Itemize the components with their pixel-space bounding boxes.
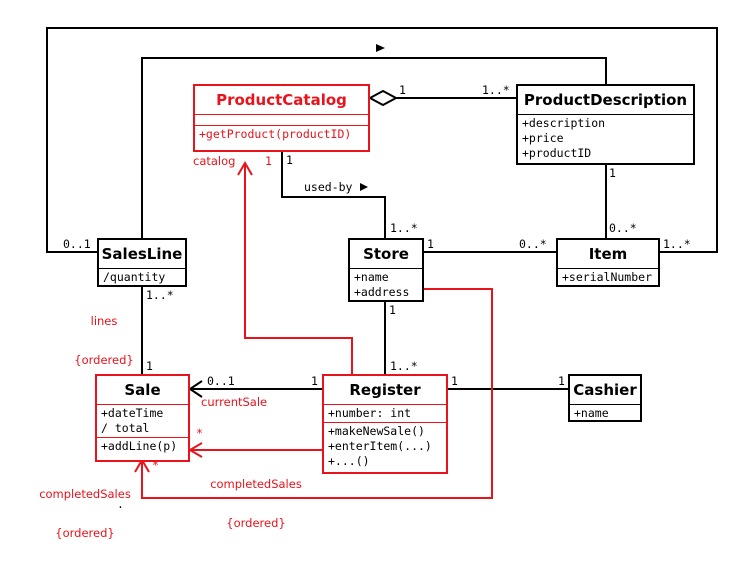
attributes-section: /quantity — [99, 269, 185, 286]
attribute: +number: int — [328, 406, 412, 420]
catalog-store-association — [281, 152, 386, 238]
multiplicity-label: 1 — [609, 166, 616, 180]
product-catalog-class: ProductCatalog +getProduct(productID) — [193, 84, 370, 152]
class-name: Sale — [97, 376, 188, 405]
multiplicity-label: 1..* — [146, 288, 174, 302]
store-class: Store +name +address — [348, 238, 424, 302]
attribute: +name — [574, 406, 609, 420]
multiplicity-label: 0..1 — [207, 374, 235, 388]
attribute: / total — [101, 421, 150, 435]
direction-triangle-used-by — [360, 183, 368, 191]
multiplicity-label: 1 — [427, 237, 434, 251]
multiplicity-label: 1 — [286, 153, 293, 167]
multiplicity-label: 1 — [399, 83, 406, 97]
role-constraint: {ordered} — [226, 516, 286, 530]
multiplicity-label: 1..* — [390, 359, 418, 373]
operations-section: +addLine(p) — [97, 437, 188, 455]
attribute: +address — [354, 285, 410, 299]
aggregation-diamond — [367, 89, 399, 107]
multiplicity-label: 1 — [311, 374, 318, 388]
operations-section: +getProduct(productID) — [195, 125, 368, 143]
role-name: completedSales — [210, 477, 302, 491]
operation: +enterItem(...) — [328, 439, 432, 453]
arrowhead-completed-sales-2 — [188, 442, 203, 458]
attribute: +productID — [522, 146, 592, 160]
attribute: +serialNumber — [562, 270, 653, 284]
operation: +addLine(p) — [101, 439, 178, 453]
operation: +makeNewSale() — [328, 424, 425, 438]
class-name: ProductCatalog — [195, 86, 368, 115]
attributes-section: +name — [570, 405, 640, 422]
multiplicity-label: 0..* — [609, 221, 637, 235]
attributes-section — [195, 115, 368, 125]
association-name-label: used-by — [304, 180, 353, 194]
multiplicity-label: 1 — [389, 303, 396, 317]
class-name: ProductDescription — [518, 86, 693, 115]
register-catalog-association — [244, 165, 353, 374]
attribute: /quantity — [103, 270, 166, 284]
attribute: +name — [354, 270, 389, 284]
attribute: +price — [522, 131, 564, 145]
class-name: SalesLine — [99, 240, 185, 269]
sales-line-class: SalesLine /quantity — [97, 238, 187, 287]
role-constraint: {ordered} — [74, 353, 134, 367]
role-label: lines {ordered} — [74, 289, 134, 393]
multiplicity-label: 1 — [146, 359, 153, 373]
class-name: Item — [558, 240, 658, 269]
class-diagram: ProductCatalog +getProduct(productID) Pr… — [39, 27, 718, 540]
role-label: currentSale — [201, 395, 268, 409]
class-name: Cashier — [570, 376, 640, 405]
operations-section: +makeNewSale() +enterItem(...) +...() — [324, 422, 446, 470]
role-name: lines — [90, 314, 118, 328]
multiplicity-label: * — [196, 426, 203, 440]
association-lines — [46, 27, 718, 499]
register-class: Register +number: int +makeNewSale() +en… — [322, 374, 448, 474]
multiplicity-label: 1..* — [390, 221, 418, 235]
attributes-section: +number: int — [324, 405, 446, 422]
multiplicity-label: 0..* — [519, 237, 547, 251]
product-description-class: ProductDescription +description +price +… — [516, 84, 695, 165]
class-name: Store — [350, 240, 422, 269]
arrowhead-current-sale — [188, 380, 203, 398]
attributes-section: +serialNumber — [558, 269, 658, 286]
multiplicity-label: 0..1 — [63, 237, 91, 251]
item-class: Item +serialNumber — [556, 238, 660, 287]
multiplicity-label: * — [152, 458, 159, 472]
store-sale-association — [141, 288, 493, 499]
multiplicity-label: 1..* — [663, 237, 691, 251]
attributes-section: +description +price +productID — [518, 115, 693, 162]
multiplicity-label: 1 — [451, 374, 458, 388]
role-constraint: {ordered} — [55, 526, 115, 540]
attributes-section: +name +address — [350, 269, 422, 301]
multiplicity-label: 1 — [265, 154, 272, 168]
sale-class: Sale +dateTime / total +addLine(p) — [95, 374, 190, 462]
arrowhead-catalog — [237, 161, 253, 176]
operation: +getProduct(productID) — [199, 127, 352, 141]
salesline-productdescription-association — [141, 57, 607, 238]
attributes-section: +dateTime / total — [97, 405, 188, 437]
stray-dot: . — [117, 497, 124, 511]
multiplicity-label: 1 — [558, 374, 565, 388]
class-name: Register — [324, 376, 446, 405]
multiplicity-label: 1..* — [482, 83, 510, 97]
salesline-item-association — [46, 27, 718, 253]
role-label: completedSales {ordered} — [191, 452, 321, 556]
direction-triangle-top — [376, 44, 385, 52]
role-label: catalog — [193, 154, 236, 168]
attribute: +description — [522, 116, 606, 130]
role-name: completedSales — [39, 487, 131, 501]
attribute: +dateTime — [101, 406, 164, 420]
operation: +...() — [328, 454, 370, 468]
role-label: completedSales {ordered} — [30, 462, 140, 566]
cashier-class: Cashier +name — [568, 374, 642, 422]
